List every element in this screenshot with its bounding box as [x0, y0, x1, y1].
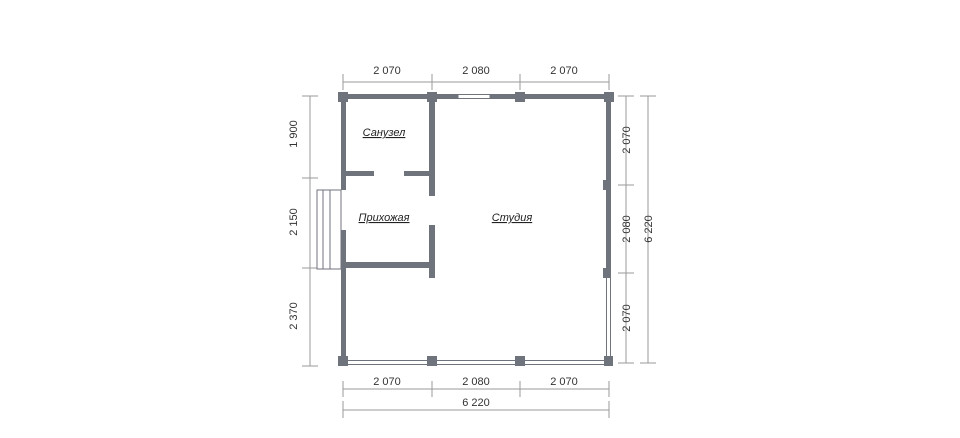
room-label-studio: Студия — [492, 212, 533, 224]
right-dim-2: 2 080 — [621, 215, 633, 243]
bottom-dim-3: 2 070 — [550, 376, 578, 388]
bottom-dimension-chain: 2 070 2 080 2 070 — [342, 376, 610, 397]
left-dimension-chain: 1 900 2 150 2 370 — [288, 95, 318, 367]
right-dimension-chain: 2 070 2 080 2 070 — [618, 95, 634, 364]
top-window — [457, 94, 491, 99]
room-label-hallway: Прихожая — [358, 212, 409, 224]
left-dim-1: 1 900 — [288, 120, 300, 148]
right-dim-1: 2 070 — [621, 126, 633, 154]
left-dim-2: 2 150 — [288, 208, 300, 236]
right-total-dimension: 6 220 — [640, 95, 656, 364]
bottom-total-dim: 6 220 — [462, 397, 490, 409]
bottom-window — [345, 360, 607, 365]
bottom-dim-2: 2 080 — [462, 376, 490, 388]
bottom-total-dimension: 6 220 — [342, 397, 610, 418]
entrance-steps — [316, 189, 342, 270]
right-window — [606, 275, 611, 361]
top-dim-2: 2 080 — [462, 65, 490, 77]
room-label-bathroom: Санузел — [363, 127, 406, 139]
top-dim-1: 2 070 — [373, 65, 401, 77]
right-total-dim: 6 220 — [643, 215, 655, 243]
right-dim-3: 2 070 — [621, 304, 633, 332]
top-dim-3: 2 070 — [550, 65, 578, 77]
top-dimension-chain: 2 070 2 080 2 070 — [342, 65, 610, 90]
interior-walls — [341, 94, 435, 278]
bottom-dim-1: 2 070 — [373, 376, 401, 388]
left-dim-3: 2 370 — [288, 302, 300, 330]
